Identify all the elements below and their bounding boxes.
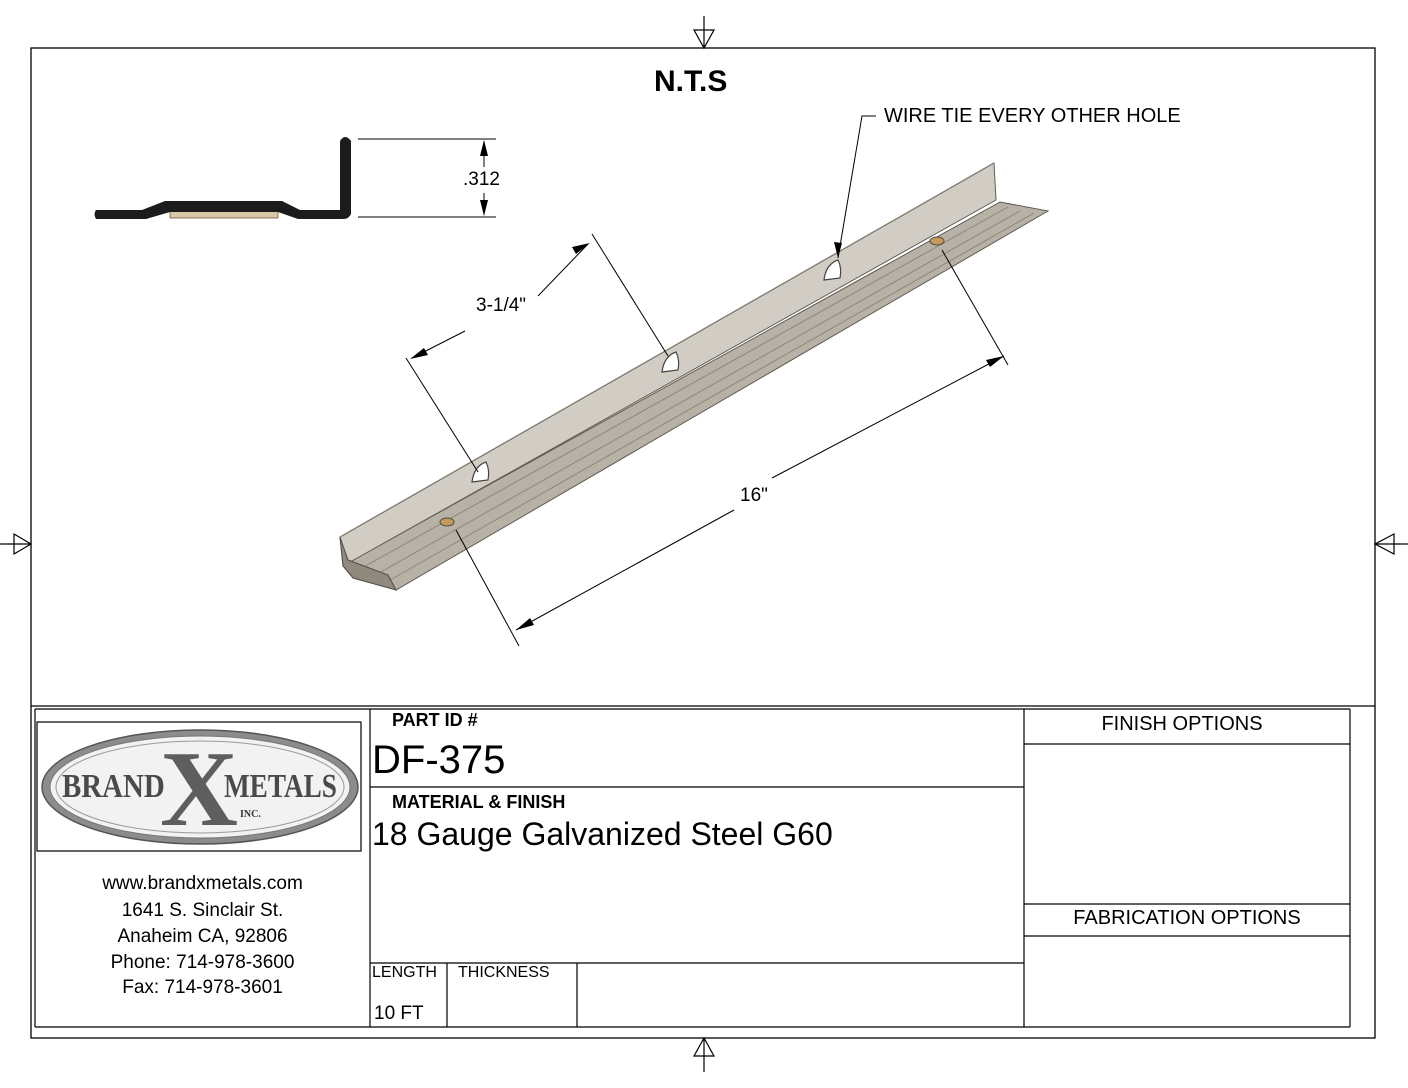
thickness-label: THICKNESS (458, 964, 550, 981)
part-id-label: PART ID # (392, 710, 478, 730)
material-label: MATERIAL & FINISH (392, 792, 566, 812)
tie-hole-3 (823, 259, 842, 281)
logo-brand: BRAND (62, 768, 165, 805)
tie-hole-2 (661, 351, 680, 373)
center-mark-bottom (692, 1036, 716, 1072)
dim-height-label: .312 (463, 169, 500, 190)
contact-website[interactable]: www.brandxmetals.com (102, 873, 303, 894)
finish-options-header: FINISH OPTIONS (1101, 713, 1263, 735)
nail-hole-2 (929, 236, 945, 246)
dim-length-label: 16" (740, 485, 768, 506)
contact-street: 1641 S. Sinclair St. (121, 900, 284, 921)
center-mark-right (1373, 533, 1408, 555)
material-value: 18 Gauge Galvanized Steel G60 (372, 816, 833, 852)
trim-base (342, 201, 1050, 591)
logo-x: X (160, 730, 238, 849)
logo-inc: INC. (240, 809, 261, 820)
trim-3d-view (339, 162, 1050, 591)
title-block (31, 705, 1375, 1028)
profile-shape (94, 137, 351, 219)
length-value: 10 FT (374, 1003, 424, 1024)
center-mark-top (692, 16, 716, 50)
company-logo (41, 729, 359, 845)
fabrication-options-header: FABRICATION OPTIONS (1073, 907, 1301, 929)
contact-phone: Phone: 714-978-3600 (110, 952, 295, 973)
nail-hole-1 (439, 517, 455, 527)
part-id-value: DF-375 (372, 738, 506, 782)
sheet-border (30, 47, 1376, 1039)
scale-note: N.T.S (654, 65, 728, 98)
contact-city: Anaheim CA, 92806 (117, 926, 288, 947)
dim-length-lines (455, 249, 1009, 647)
logo-metals: METALS (224, 768, 337, 805)
center-mark-left (0, 532, 33, 556)
contact-fax: Fax: 714-978-3601 (122, 977, 283, 998)
profile-section (94, 137, 496, 219)
length-label: LENGTH (372, 964, 437, 981)
callout-leader (834, 115, 876, 259)
tie-hole-1 (471, 461, 490, 483)
callout-text: WIRE TIE EVERY OTHER HOLE (884, 105, 1181, 127)
dim-spacing-label: 3-1/4" (476, 295, 527, 316)
center-marks (0, 16, 1408, 1072)
